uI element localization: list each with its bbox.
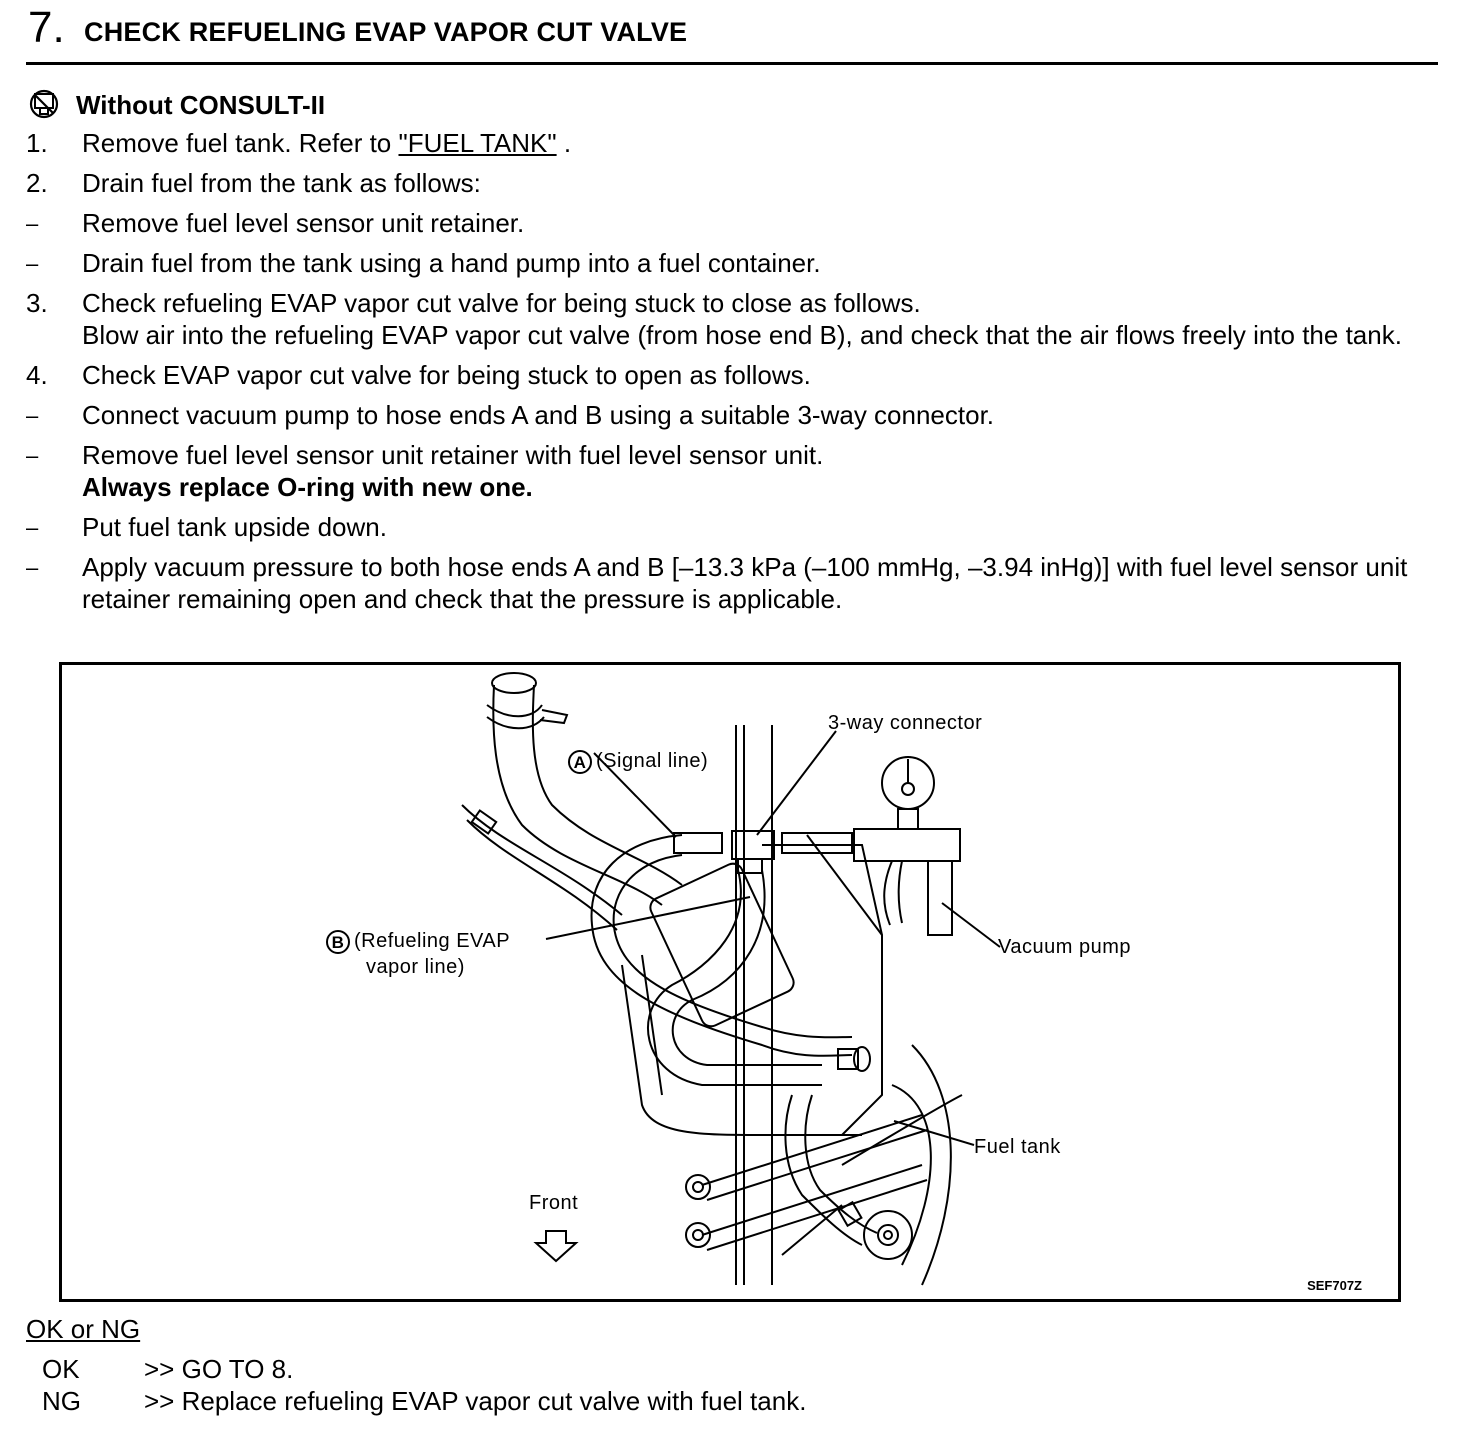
step-marker: 3. (26, 288, 48, 318)
result-ok-value: >> GO TO 8. (144, 1354, 294, 1384)
result-ng-value: >> Replace refueling EVAP vapor cut valv… (144, 1386, 807, 1416)
step-text: Connect vacuum pump to hose ends A and B… (82, 400, 995, 430)
step-text-end: . (556, 128, 572, 158)
list-item: – Remove fuel level sensor unit retainer… (26, 439, 1446, 503)
step-marker: 4. (26, 360, 48, 390)
result-ok-row: OK >> GO TO 8. (42, 1353, 293, 1385)
step-text: Remove fuel tank. Refer to (82, 128, 399, 158)
step-header: 7. CHECK REFUELING EVAP VAPOR CUT VALVE (26, 0, 1438, 65)
signal-line-text: (Signal line) (596, 750, 709, 772)
step-marker: – (26, 211, 39, 236)
step-marker: – (26, 403, 39, 428)
fuel-tank-label: Fuel tank (974, 1136, 1061, 1158)
list-item: – Remove fuel level sensor unit retainer… (26, 207, 1446, 239)
list-item: – Connect vacuum pump to hose ends A and… (26, 399, 1446, 431)
list-item: 3. Check refueling EVAP vapor cut valve … (26, 287, 1446, 351)
step-text: Remove fuel level sensor unit retainer. (82, 208, 525, 238)
list-item: – Drain fuel from the tank using a hand … (26, 247, 1446, 279)
step-text: Drain fuel from the tank using a hand pu… (82, 248, 821, 278)
refueling-evap-line-label: B(Refueling EVAP (326, 929, 510, 954)
label-a-badge: A (568, 749, 592, 774)
figure-code: SEF707Z (1307, 1278, 1362, 1293)
list-item: 1. Remove fuel tank. Refer to "FUEL TANK… (26, 127, 1446, 159)
procedure-steps: 1. Remove fuel tank. Refer to "FUEL TANK… (26, 127, 1446, 623)
result-ng-key: NG (42, 1386, 81, 1416)
step-marker: – (26, 555, 39, 580)
no-consult-icon (29, 89, 59, 119)
result-header: OK or NG (26, 1314, 141, 1344)
list-item: – Put fuel tank upside down. (26, 511, 1446, 543)
list-item: 2. Drain fuel from the tank as follows: (26, 167, 1446, 199)
illustration-drawing (461, 672, 1001, 1286)
vacuum-pump-label: Vacuum pump (998, 936, 1131, 958)
step-text: Apply vacuum pressure to both hose ends … (82, 552, 1408, 614)
step-text: Remove fuel level sensor unit retainer w… (82, 440, 824, 470)
step-number: 7. (28, 3, 65, 52)
refueling-evap-line-text2: vapor line) (366, 956, 465, 978)
result-ng-row: NG >> Replace refueling EVAP vapor cut va… (42, 1385, 806, 1417)
front-label: Front (529, 1192, 579, 1214)
o-ring-warning: Always replace O-ring with new one. (82, 472, 533, 502)
step-marker: 1. (26, 128, 48, 158)
without-consult-label: Without CONSULT-II (76, 90, 326, 120)
step-marker: – (26, 515, 39, 540)
refueling-evap-line-text1: (Refueling EVAP (354, 930, 511, 952)
step-marker: – (26, 251, 39, 276)
label-b-badge: B (326, 929, 350, 954)
list-item: – Apply vacuum pressure to both hose end… (26, 551, 1446, 615)
signal-line-label: A(Signal line) (568, 749, 708, 774)
vacuum-test-illustration: A(Signal line) 3-way connector B(Refueli… (59, 662, 1401, 1302)
step-marker: – (26, 443, 39, 468)
step-marker: 2. (26, 168, 48, 198)
step-text: Check EVAP vapor cut valve for being stu… (82, 360, 811, 390)
step-title: CHECK REFUELING EVAP VAPOR CUT VALVE (84, 17, 688, 47)
step-text: Check refueling EVAP vapor cut valve for… (82, 288, 921, 318)
step-text-detail: Blow air into the refueling EVAP vapor c… (82, 320, 1402, 350)
fuel-tank-link[interactable]: "FUEL TANK" (398, 128, 557, 158)
step-text: Put fuel tank upside down. (82, 512, 387, 542)
result-ok-key: OK (42, 1354, 80, 1384)
three-way-connector-label: 3-way connector (828, 712, 983, 734)
step-text: Drain fuel from the tank as follows: (82, 168, 481, 198)
list-item: 4. Check EVAP vapor cut valve for being … (26, 359, 1446, 391)
